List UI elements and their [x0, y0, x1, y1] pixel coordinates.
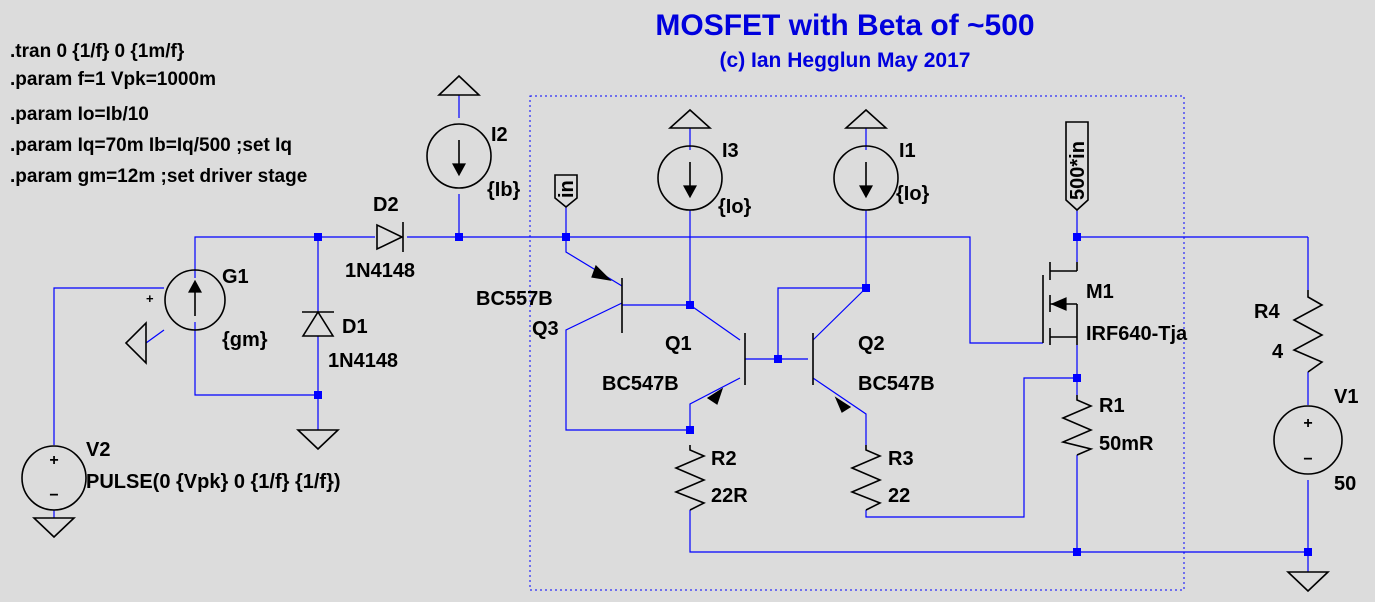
r1-name: R1	[1099, 395, 1125, 417]
d1-name: D1	[342, 316, 368, 338]
d1-value[interactable]: 1N4148	[328, 350, 398, 372]
ground-icon	[1285, 571, 1331, 593]
r4-name: R4	[1254, 301, 1280, 323]
i2-value[interactable]: {Ib}	[487, 179, 521, 201]
r1-value[interactable]: 50mR	[1099, 433, 1154, 455]
v2-voltage-source[interactable]: + −	[21, 445, 87, 511]
q1-name: Q1	[665, 333, 692, 355]
d2-value[interactable]: 1N4148	[345, 260, 415, 282]
ground-icon	[31, 517, 77, 539]
v2-name: V2	[86, 439, 110, 461]
i3-value[interactable]: {Io}	[718, 196, 752, 218]
d1-diode[interactable]	[301, 310, 335, 337]
directive-param-gm[interactable]: .param gm=12m ;set driver stage	[10, 166, 307, 187]
net-label-in[interactable]: in	[554, 174, 578, 209]
i2-current-source[interactable]	[426, 123, 492, 189]
d2-name: D2	[373, 194, 399, 216]
g1-plus-sign: +	[146, 291, 154, 306]
i3-name: I3	[722, 140, 739, 162]
q2-name: Q2	[858, 333, 885, 355]
q3-pnp-transistor[interactable]	[591, 264, 623, 333]
r3-resistor[interactable]	[849, 445, 883, 511]
q2-value[interactable]: BC547B	[858, 373, 935, 395]
g1-value[interactable]: {gm}	[222, 329, 268, 351]
r2-value[interactable]: 22R	[711, 485, 748, 507]
supply-icon	[436, 74, 482, 96]
wires	[53, 95, 1309, 572]
q2-npn-transistor[interactable]	[812, 333, 852, 413]
v1-plus-sign: +	[1303, 415, 1312, 432]
directive-param-iq[interactable]: .param Iq=70m Ib=Iq/500 ;set Iq	[10, 135, 292, 156]
r4-resistor[interactable]	[1292, 290, 1324, 373]
net-label-500in[interactable]: 500*in	[1065, 121, 1089, 212]
r3-value[interactable]: 22	[888, 485, 910, 507]
r3-name: R3	[888, 448, 914, 470]
dotted-enclosure	[529, 95, 1185, 591]
v1-name: V1	[1334, 386, 1358, 408]
g1-name: G1	[222, 266, 249, 288]
ground-icon	[295, 429, 341, 451]
i1-value[interactable]: {Io}	[896, 183, 930, 205]
v1-value[interactable]: 50	[1334, 473, 1356, 495]
v2-plus-sign: +	[49, 452, 58, 469]
v1-minus-sign: −	[1303, 451, 1312, 468]
r4-value[interactable]: 4	[1272, 341, 1284, 363]
g1-vccs[interactable]	[164, 269, 226, 331]
r2-name: R2	[711, 448, 737, 470]
directive-param-f[interactable]: .param f=1 Vpk=1000m	[10, 69, 216, 90]
v2-value[interactable]: PULSE(0 {Vpk} 0 {1/f} {1/f})	[86, 471, 341, 493]
supply-icon	[667, 108, 713, 129]
q3-name: Q3	[532, 318, 559, 340]
d2-diode[interactable]	[375, 222, 407, 252]
r2-resistor[interactable]	[673, 445, 707, 511]
ground-icon	[124, 321, 147, 365]
directive-tran[interactable]: .tran 0 {1/f} 0 {1m/f}	[10, 41, 185, 62]
v2-minus-sign: −	[49, 487, 58, 504]
q1-value[interactable]: BC547B	[602, 373, 679, 395]
i1-current-source[interactable]	[833, 145, 899, 211]
schematic-title: MOSFET with Beta of ~500	[655, 9, 1034, 42]
i2-name: I2	[491, 124, 508, 146]
directive-param-io[interactable]: .param Io=Ib/10	[10, 104, 149, 125]
r1-resistor[interactable]	[1060, 395, 1094, 456]
i1-name: I1	[899, 140, 916, 162]
q1-npn-transistor[interactable]	[706, 333, 746, 405]
m1-mosfet[interactable]	[1042, 262, 1078, 345]
net-label-in-text: in	[556, 180, 578, 198]
net-label-500in-text: 500*in	[1067, 141, 1089, 200]
m1-value[interactable]: IRF640-Tja	[1086, 323, 1188, 345]
junction-dots	[314, 233, 1312, 556]
q3-value[interactable]: BC557B	[476, 288, 553, 310]
m1-name: M1	[1086, 281, 1114, 303]
supply-icon	[843, 108, 889, 129]
schematic-subtitle: (c) Ian Hegglun May 2017	[720, 49, 971, 72]
i3-current-source[interactable]	[657, 145, 723, 211]
v1-voltage-source[interactable]: + −	[1273, 405, 1343, 475]
